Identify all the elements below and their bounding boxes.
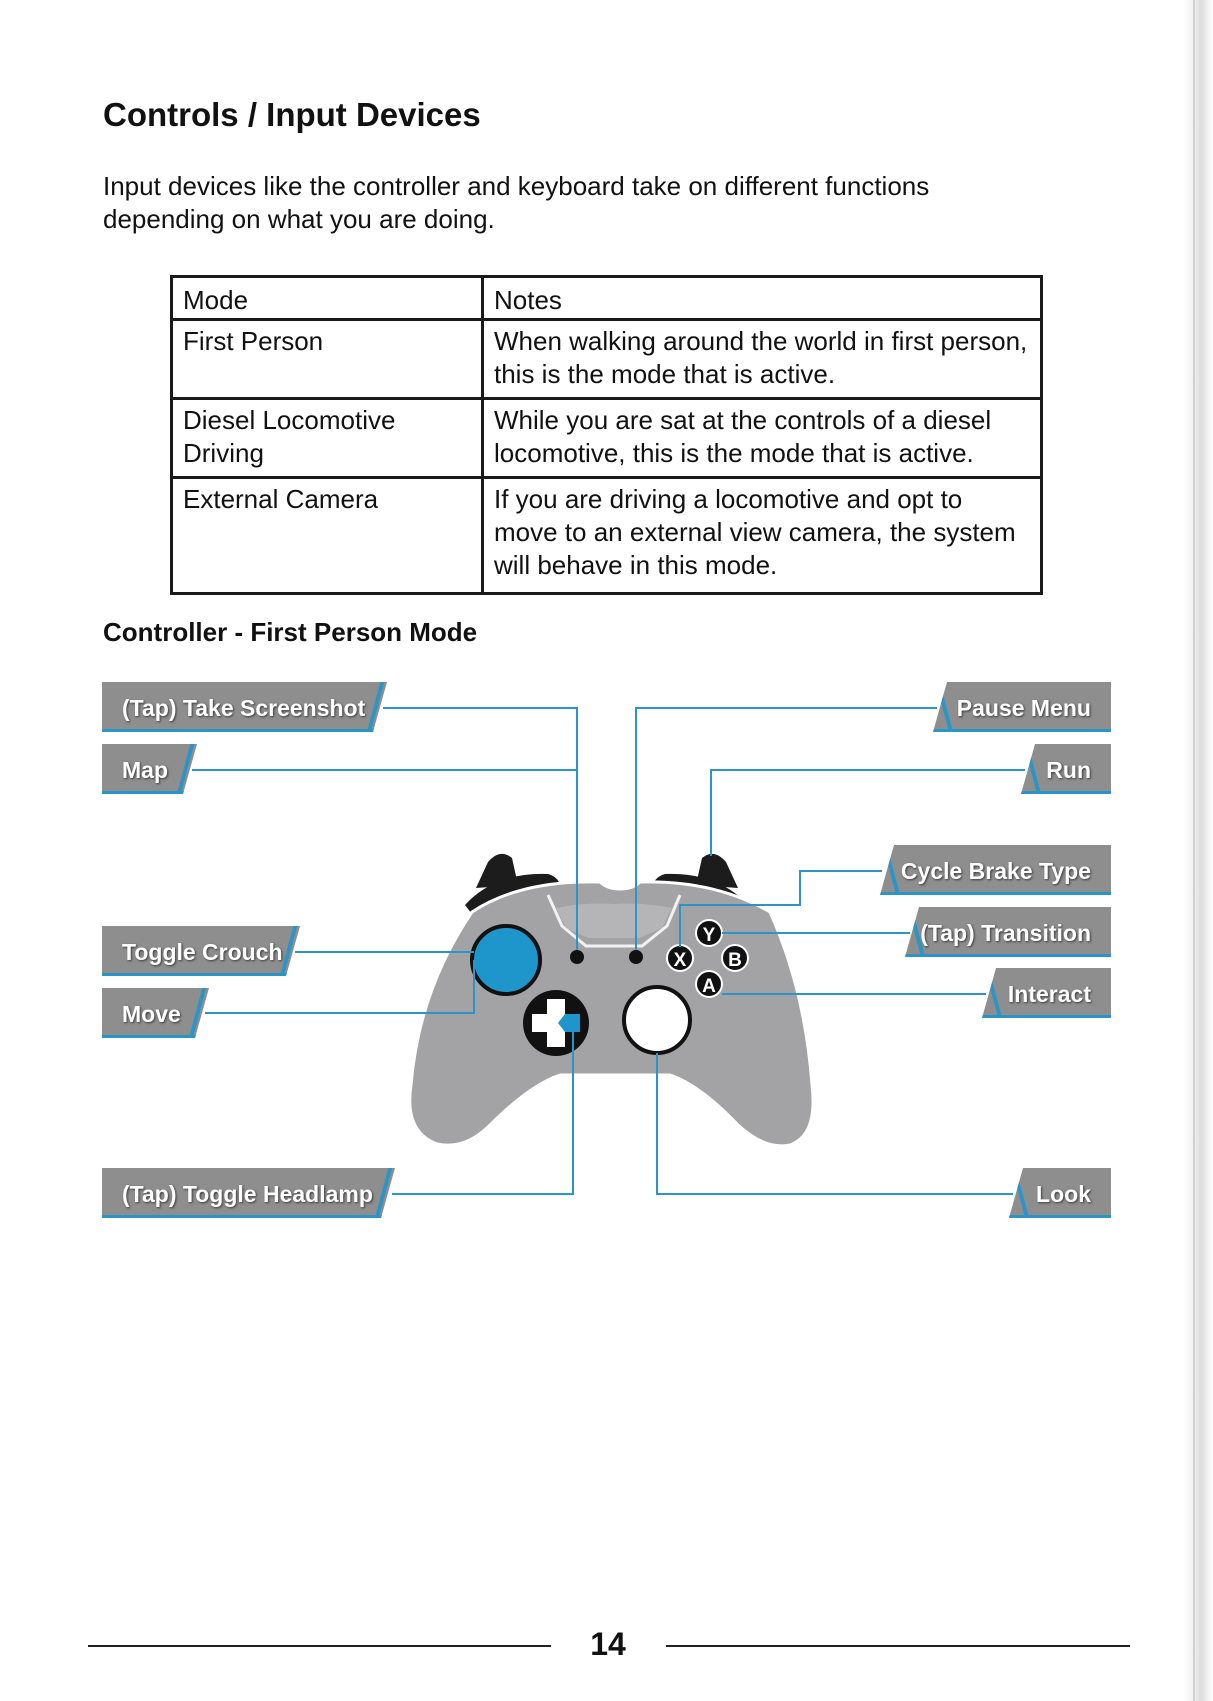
page-title: Controls / Input Devices (103, 96, 481, 133)
leader-move (205, 960, 475, 1014)
label-pause-menu: Pause Menu (933, 682, 1111, 732)
x-button-icon: X (666, 944, 694, 972)
b-button-icon: B (721, 944, 749, 972)
mode-cell: Diesel Locomotive Driving (170, 397, 484, 479)
label-toggle-crouch: Toggle Crouch (102, 926, 300, 976)
notes-cell: If you are driving a locomotive and opt … (481, 476, 1043, 595)
controller-section-title: Controller - First Person Mode (103, 617, 478, 647)
leader-pause-menu (635, 707, 937, 950)
label-map: Map (102, 744, 197, 794)
label-move: Move (102, 988, 209, 1038)
svg-text:X: X (674, 950, 687, 971)
label-take-screenshot: (Tap) Take Screenshot (102, 682, 387, 732)
dpad-left-highlight (558, 1014, 580, 1032)
leader-take-screenshot (383, 707, 578, 950)
label-look: Look (1009, 1168, 1111, 1218)
a-button-icon: A (695, 970, 723, 998)
leader-headlamp (392, 1032, 574, 1195)
left-stick-icon (470, 924, 542, 996)
dpad-icon (532, 999, 580, 1047)
notes-cell: While you are sat at the controls of a d… (481, 397, 1043, 479)
view-button-icon (570, 950, 584, 964)
table-row: Diesel Locomotive Driving While you are … (170, 397, 1043, 479)
footer-rule-right (666, 1645, 1130, 1647)
leader-lines (192, 707, 1025, 1195)
header-mode: Mode (170, 275, 484, 321)
footer-rule-left (88, 1645, 551, 1647)
menu-button-icon (629, 950, 643, 964)
mode-cell: External Camera (170, 476, 484, 595)
svg-text:B: B (728, 950, 742, 971)
modes-table: Mode Notes First Person When walking aro… (170, 275, 1043, 595)
leader-cycle-brake (679, 870, 882, 947)
mode-cell: First Person (170, 318, 484, 400)
leader-look (656, 1053, 1013, 1195)
page-number: 14 (590, 1626, 626, 1662)
leader-run (710, 769, 1025, 856)
controller-top-shade (556, 903, 672, 938)
intro-paragraph: Input devices like the controller and ke… (103, 171, 930, 234)
table-row: External Camera If you are driving a loc… (170, 476, 1043, 595)
label-toggle-headlamp: (Tap) Toggle Headlamp (102, 1168, 395, 1218)
table-header-row: Mode Notes (170, 275, 1043, 321)
label-run: Run (1021, 744, 1111, 794)
right-stick-icon (622, 985, 692, 1055)
label-cycle-brake-type: Cycle Brake Type (880, 845, 1111, 895)
y-button-icon: Y (695, 919, 723, 947)
notes-cell: When walking around the world in first p… (481, 318, 1043, 400)
label-transition: (Tap) Transition (905, 907, 1111, 957)
label-interact: Interact (982, 968, 1111, 1018)
svg-text:Y: Y (703, 925, 716, 946)
header-notes: Notes (481, 275, 1043, 321)
controller-top-highlight (546, 894, 682, 948)
svg-text:A: A (702, 976, 716, 997)
page-edge-line (1193, 0, 1195, 1701)
table-row: First Person When walking around the wor… (170, 318, 1043, 400)
page-edge-shading (1183, 0, 1213, 1701)
